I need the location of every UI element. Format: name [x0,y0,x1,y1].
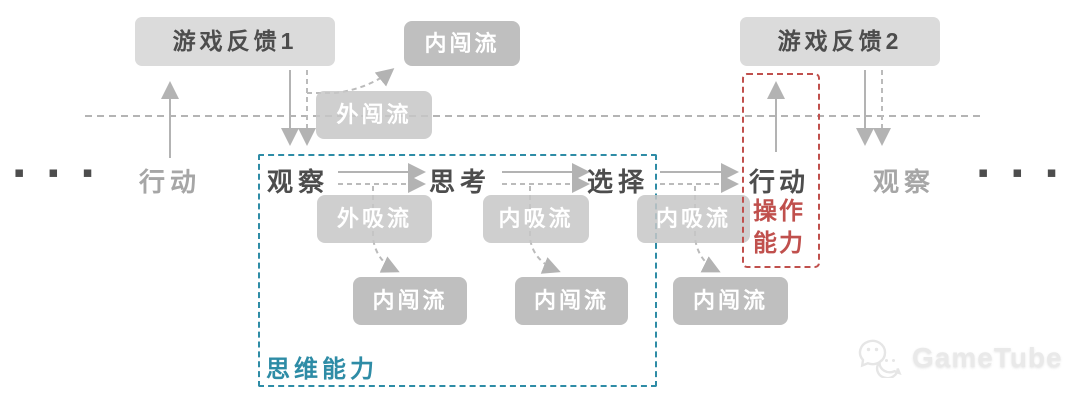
arrow-branch-to-inner-flow-top [307,68,395,94]
thinking-ability-region-frame [258,154,657,387]
thinking-ability-label: 思维能力 [266,356,378,383]
wechat-bubbles-icon [858,339,902,378]
box-outer-flow: 外闯流 [316,91,432,139]
box-inner-flow-1: 内闯流 [353,277,467,325]
stage-action-right: 行动 [748,167,809,197]
box-outer-absorb: 外吸流 [317,195,432,243]
stage-choose: 选择 [586,167,649,197]
ellipsis-right: ▪▪▪ [978,163,1080,181]
stage-action-left: 行动 [138,167,201,197]
box-inner-flow-top: 内闯流 [404,21,520,66]
box-inner-flow-3: 内闯流 [673,277,788,325]
box-inner-absorb-1: 内吸流 [483,195,589,243]
ellipsis-left: ▪▪▪ [14,163,117,181]
stage-observe-right: 观察 [872,167,935,197]
operation-ability-region-frame [742,73,820,268]
arrow-inner-absorb1-to-inner-flow-2 [529,186,561,274]
stage-think: 思考 [428,167,491,197]
operation-ability-label: 操作能力 [753,198,805,257]
watermark-brand: GameTube [912,342,1063,373]
box-game-feedback-2: 游戏反馈2 [740,17,940,66]
box-game-feedback-1: 游戏反馈1 [135,17,335,66]
stage-observe-left: 观察 [266,167,329,197]
arrow-outer-absorb-to-inner-flow-1 [372,186,400,273]
box-inner-absorb-2: 内吸流 [637,195,750,243]
box-inner-flow-2: 内闯流 [515,277,628,325]
watermark: GameTube [858,338,1063,378]
